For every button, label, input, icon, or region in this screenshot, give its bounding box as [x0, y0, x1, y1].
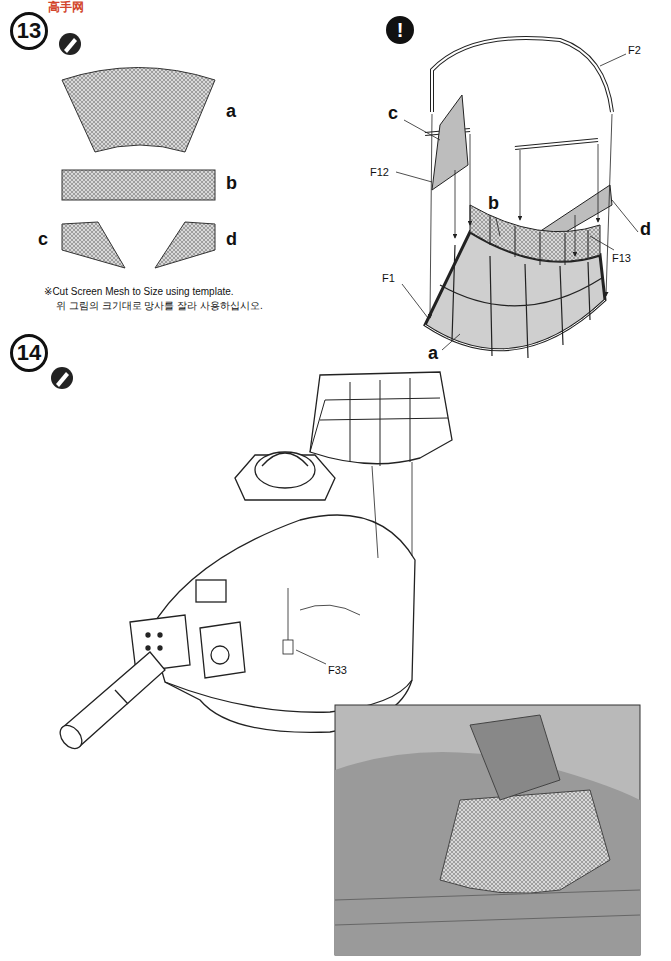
note-text: ※Cut Screen Mesh to Size using template.	[44, 286, 234, 297]
part-letter: a	[428, 344, 438, 364]
part-number: F33	[328, 664, 347, 676]
screen-assembly	[396, 38, 638, 358]
turret-drawing	[56, 372, 452, 753]
step-number-text: 13	[17, 20, 41, 42]
part-letter: a	[226, 102, 236, 122]
part-letter: b	[226, 174, 237, 194]
note-text: 위 그림의 크기대로 망사를 잘라 사용하십시오.	[56, 300, 263, 311]
part-letter: b	[488, 194, 499, 214]
part-number: F12	[370, 166, 389, 178]
part-number: F2	[628, 44, 641, 56]
step-number: 13	[10, 12, 48, 50]
part-letter: c	[38, 230, 48, 250]
mesh-template	[62, 68, 215, 269]
part-number: F13	[612, 252, 631, 264]
part-number: F1	[382, 272, 395, 284]
watermark: 高手网	[48, 1, 84, 14]
part-letter: d	[640, 220, 651, 240]
step-number-text: 14	[17, 342, 41, 364]
part-letter: c	[388, 104, 398, 124]
part-letter: d	[226, 230, 237, 250]
step-number: 14	[10, 334, 48, 372]
warning-icon-text: !	[397, 20, 404, 40]
reference-photo	[335, 705, 640, 955]
warning-icon: !	[386, 16, 414, 44]
